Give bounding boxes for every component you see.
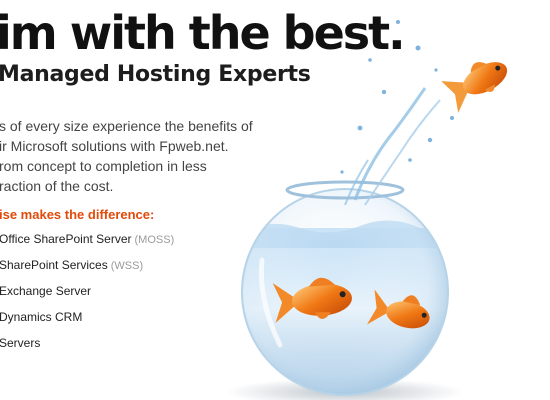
intro-line: rom concept to completion in less [0,158,207,174]
bowl-rim [285,180,405,200]
feature-item: Office SharePoint Server(MOSS) [0,232,174,258]
intro-line: ir Microsoft solutions with Fpweb.net. [0,138,229,154]
bowl-highlight [258,257,283,348]
feature-item: Servers [0,336,174,362]
feature-item: Exchange Server [0,284,174,310]
feature-abbr: (MOSS) [134,234,175,246]
intro-line: raction of the cost. [0,178,114,194]
hero-headline: im with the best. [0,6,406,60]
hero-subheadline: Managed Hosting Experts [0,62,311,87]
feature-name: Exchange Server [0,284,92,298]
feature-name: SharePoint Services [0,258,108,272]
feature-name: Office SharePoint Server [0,232,132,246]
intro-paragraph: s of every size experience the benefits … [0,116,269,196]
goldfish-right [367,289,430,329]
feature-name: Dynamics CRM [0,310,83,324]
jumping-fish [441,62,508,113]
feature-list: Office SharePoint Server(MOSS) SharePoin… [0,232,174,362]
intro-line: s of every size experience the benefits … [0,118,253,134]
feature-abbr: (WSS) [110,260,144,272]
difference-heading: ise makes the difference: [0,207,155,222]
feature-item: SharePoint Services(WSS) [0,258,174,284]
goldfish-left [272,277,352,324]
feature-item: Dynamics CRM [0,310,174,336]
feature-name: Servers [0,336,41,350]
water-splash [340,20,454,206]
